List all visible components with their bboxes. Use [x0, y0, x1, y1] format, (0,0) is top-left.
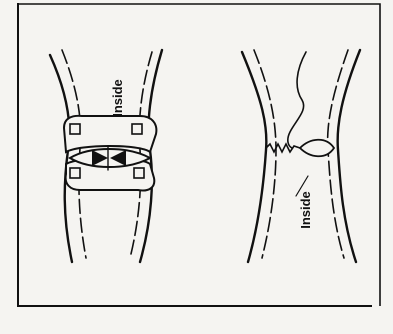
ring-lower-notch-right: [134, 168, 144, 178]
suture-line: [266, 144, 300, 152]
right-vessel-outer-wall-left: [242, 52, 266, 262]
left-figure: [50, 50, 162, 262]
left-inside-label: Inside: [110, 79, 125, 117]
right-figure: [242, 50, 360, 262]
ring-upper-notch-left: [70, 124, 80, 134]
right-vessel-outer-wall-right: [338, 50, 360, 262]
ring-lower-notch-left: [70, 168, 80, 178]
suture-thread: [288, 52, 306, 148]
right-inside-label: Inside: [298, 191, 313, 229]
ring-upper-notch-right: [132, 124, 142, 134]
left-vessel-outer-wall-left: [50, 55, 72, 262]
suture-needle: [300, 140, 334, 157]
